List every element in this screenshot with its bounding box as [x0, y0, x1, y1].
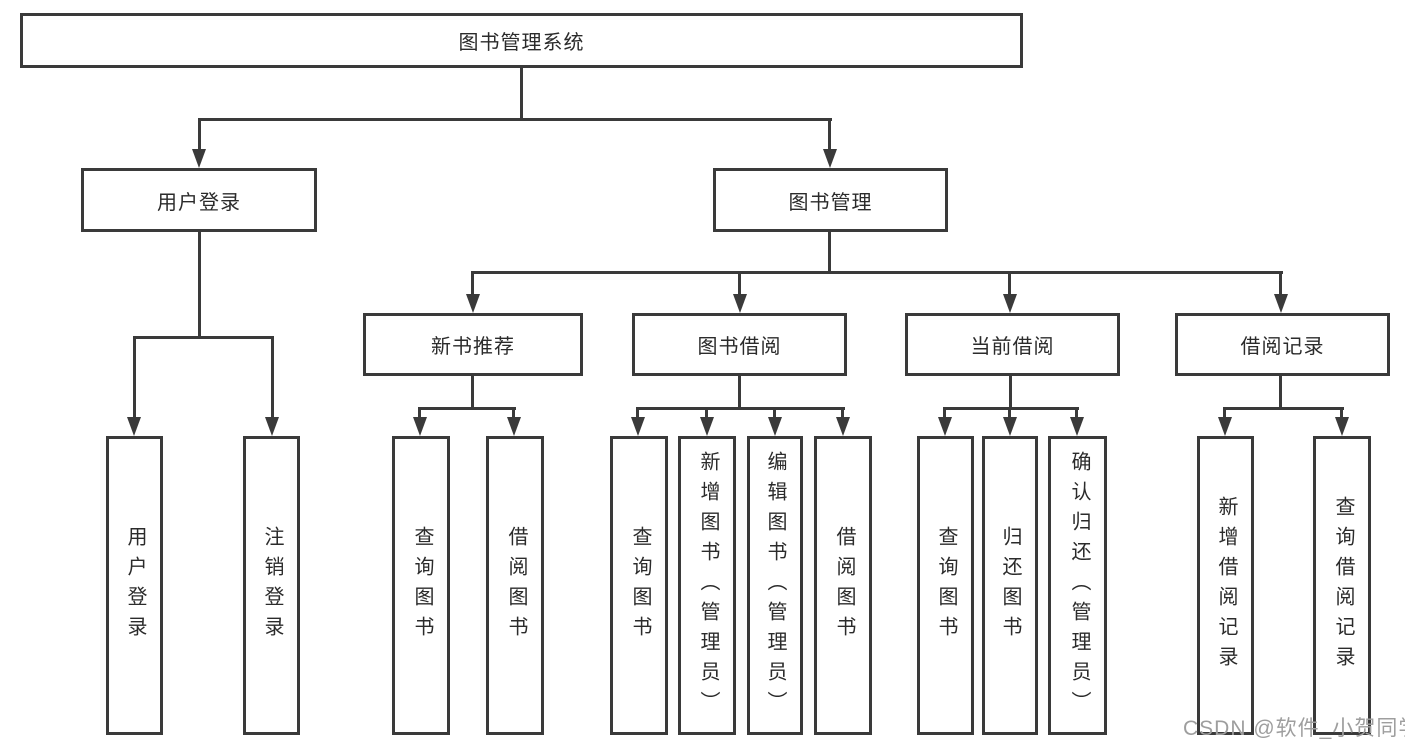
- arrow-down-icon: [1335, 417, 1349, 436]
- arrow-down-icon: [938, 417, 952, 436]
- arrow-down-icon: [1003, 294, 1017, 313]
- leaf-add-books-admin: 新增图书（管理员）: [678, 436, 736, 735]
- leaf-edit-books-admin: 编辑图书（管理员）: [747, 436, 803, 735]
- arrow-down-icon: [631, 417, 645, 436]
- arrow-down-icon: [700, 417, 714, 436]
- arrow-down-icon: [836, 417, 850, 436]
- connector-group-bar: [637, 407, 845, 410]
- connector-group-down: [471, 376, 474, 407]
- arrow-down-icon: [265, 417, 279, 436]
- arrow-down-icon: [768, 417, 782, 436]
- connector-leaf-stem: [1008, 407, 1011, 420]
- arrow-down-icon: [1003, 417, 1017, 436]
- leaf-user-login: 用户登录: [106, 436, 163, 735]
- arrow-down-icon: [1274, 294, 1288, 313]
- arrow-down-icon: [127, 417, 141, 436]
- connector-book-management-stem: [828, 121, 831, 151]
- node-new-book-recommendation: 新书推荐: [363, 313, 583, 376]
- connector-group-bar: [419, 407, 516, 410]
- connector-level2-bar: [198, 118, 832, 121]
- node-library-management-system: 图书管理系统: [20, 13, 1023, 68]
- connector-group-bar: [944, 407, 1079, 410]
- connector-group-down: [1279, 376, 1282, 407]
- leaf-logout: 注销登录: [243, 436, 300, 735]
- connector-current-borrow-stem: [1008, 271, 1011, 297]
- connector-borrow-records-stem: [1279, 271, 1282, 297]
- connector-group-down: [1009, 376, 1012, 407]
- node-current-borrowing: 当前借阅: [905, 313, 1120, 376]
- node-book-management: 图书管理: [713, 168, 948, 232]
- connector-level3-bar: [471, 271, 1283, 274]
- watermark: CSDN @软件_小贺同学: [1183, 717, 1405, 740]
- connector-user-login-stem: [198, 121, 201, 151]
- connector-leaf-stem: [1223, 407, 1226, 420]
- leaf-query-books: 查询图书: [917, 436, 974, 735]
- connector-group-bar: [1224, 407, 1344, 410]
- leaf-query-books: 查询图书: [610, 436, 668, 735]
- node-borrowing-records: 借阅记录: [1175, 313, 1390, 376]
- connector-leaf-stem: [841, 407, 844, 420]
- arrow-down-icon: [823, 149, 837, 168]
- connector-group-down: [738, 376, 741, 407]
- connector-book-borrow-stem: [738, 271, 741, 297]
- arrow-down-icon: [413, 417, 427, 436]
- connector-leaf-stem: [636, 407, 639, 420]
- connector-leaf-stem: [773, 407, 776, 420]
- connector-user-login-bar: [133, 336, 274, 339]
- node-book-borrowing: 图书借阅: [632, 313, 847, 376]
- arrow-down-icon: [733, 294, 747, 313]
- connector-leaf-stem: [271, 336, 274, 419]
- connector-leaf-stem: [133, 336, 136, 419]
- connector-user-login-down: [198, 232, 201, 336]
- leaf-borrow-books: 借阅图书: [814, 436, 872, 735]
- connector-new-book-stem: [471, 271, 474, 297]
- connector-leaf-stem: [705, 407, 708, 420]
- connector-leaf-stem: [512, 407, 515, 420]
- arrow-down-icon: [1218, 417, 1232, 436]
- arrow-down-icon: [192, 149, 206, 168]
- leaf-query-borrow-record: 查询借阅记录: [1313, 436, 1371, 735]
- leaf-return-books: 归还图书: [982, 436, 1038, 735]
- arrow-down-icon: [1070, 417, 1084, 436]
- connector-root-stem: [520, 68, 523, 118]
- connector-leaf-stem: [418, 407, 421, 420]
- leaf-confirm-return-admin: 确认归还（管理员）: [1048, 436, 1107, 735]
- leaf-borrow-books: 借阅图书: [486, 436, 544, 735]
- arrow-down-icon: [507, 417, 521, 436]
- arrow-down-icon: [466, 294, 480, 313]
- leaf-add-borrow-record: 新增借阅记录: [1197, 436, 1254, 735]
- connector-book-management-down: [828, 232, 831, 271]
- connector-leaf-stem: [943, 407, 946, 420]
- leaf-query-books: 查询图书: [392, 436, 450, 735]
- node-user-login: 用户登录: [81, 168, 317, 232]
- connector-leaf-stem: [1075, 407, 1078, 420]
- connector-leaf-stem: [1340, 407, 1343, 420]
